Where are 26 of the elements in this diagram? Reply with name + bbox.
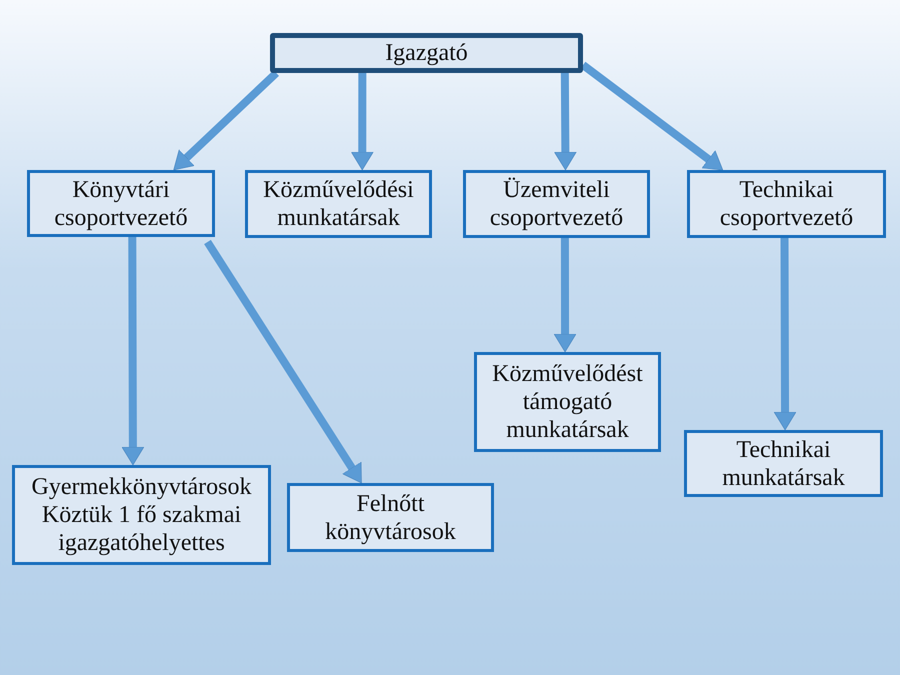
box-label: Technikai csoportvezető: [718, 176, 854, 232]
box-label: Köztük 1 fő szakmai igazgatóhelyettes: [40, 501, 242, 557]
org-box: [687, 170, 886, 238]
box-label: Igazgató: [385, 39, 468, 67]
org-box: [463, 170, 650, 238]
org-box: [287, 483, 494, 552]
org-box: [270, 33, 583, 73]
arrow: [170, 70, 279, 173]
box-label: Felnőtt könyvtárosok: [324, 490, 457, 546]
org-box: [474, 352, 661, 452]
box-label: Üzemviteli csoportvezető: [488, 176, 624, 232]
arrow: [774, 238, 796, 430]
box-label: Technikai munkatársak: [721, 436, 846, 492]
arrow: [350, 73, 374, 170]
org-box: [12, 465, 271, 565]
arrow: [204, 240, 365, 486]
arrow: [554, 238, 576, 352]
arrow: [554, 72, 577, 170]
org-box: [684, 430, 883, 497]
box-label: Közművelődést támogató munkatársak: [491, 360, 644, 444]
org-box: [27, 170, 215, 237]
arrow: [122, 237, 144, 466]
box-label: Közművelődési munkatársak: [262, 176, 415, 232]
org-box: [245, 170, 432, 238]
box-label: Gyermekkönyvtárosok: [32, 473, 252, 501]
box-label: Könyvtári csoportvezető: [53, 176, 189, 232]
